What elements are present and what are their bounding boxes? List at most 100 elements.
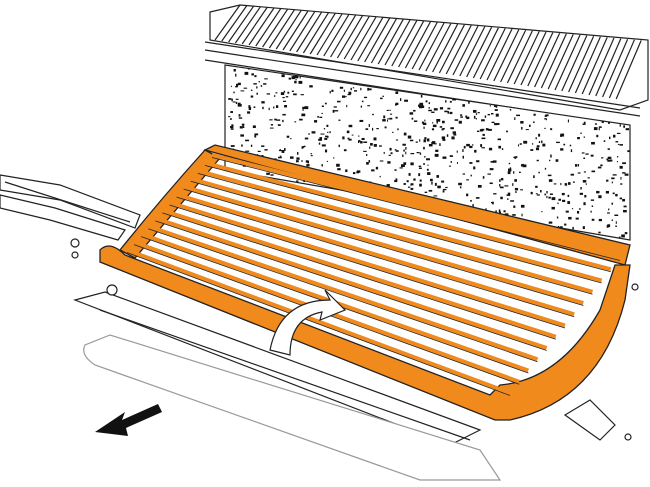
slat-edge [176,196,575,318]
speckle [607,212,610,214]
speckle [308,133,310,135]
speckle [435,149,439,152]
speckle [607,122,610,124]
concave-slat [161,208,557,339]
speckle [567,194,570,197]
grate-bar [418,22,445,71]
speckle [568,216,572,220]
speckle [281,150,285,153]
speckle [264,78,268,80]
speckle [616,156,619,158]
speckle [379,160,384,162]
speckle [345,95,347,98]
speckle [254,75,257,78]
speckle [275,92,278,94]
speckle [373,137,377,141]
speckle [333,157,335,159]
speckle [431,128,435,131]
speckle [548,221,553,224]
speckle [273,95,276,97]
speckle [432,122,434,124]
speckle [528,124,531,127]
speckle [301,146,304,149]
speckle [299,76,301,79]
speckle [600,164,603,167]
speckle [619,165,623,169]
speckle [520,189,523,191]
speckle [388,154,391,156]
speckle [269,119,273,121]
speckle [237,82,241,86]
speckle [624,173,629,176]
speckle [229,118,232,120]
speckle [317,115,319,118]
speckle [390,152,393,155]
speckle [419,183,422,187]
grate-bar [411,22,438,70]
speckle [468,101,470,104]
side-rails [0,174,141,259]
speckle [436,175,440,178]
speckle [590,154,594,157]
speckle [508,168,512,172]
speckle [395,178,398,181]
speckle [399,167,403,169]
speckle [466,179,469,181]
speckle [551,197,556,201]
speckle [514,117,516,121]
speckle [338,119,341,121]
speckle [477,112,480,114]
speckle [475,113,478,115]
speckle [269,127,274,129]
speckle [558,198,562,201]
speckle [513,205,516,208]
speckle [421,105,425,109]
slat-edge [162,212,556,340]
speckle [419,152,422,155]
speckle [351,134,354,136]
grate-bar [357,17,384,62]
speckle [587,177,590,179]
grate-bar [268,9,295,49]
speckle [419,102,424,106]
speckle [582,180,587,183]
speckle [260,85,263,87]
speckle [258,81,261,83]
speckle [304,106,308,109]
grate-bar [588,37,615,96]
speckle [530,149,534,151]
speckle [394,180,398,183]
speckle [472,204,474,207]
grate-bar [459,26,486,77]
speckle [601,121,604,123]
curved-arrow-icon [269,289,347,356]
speckle [476,160,480,163]
speckle [510,200,515,202]
speckle [590,199,595,201]
speckle [474,149,477,153]
grate-bar [323,14,350,57]
speckle [235,85,238,88]
speckle [466,116,470,120]
speckle [448,165,451,167]
speckle [228,98,232,100]
speckle [436,118,441,122]
speckle [466,193,469,197]
speckle [523,140,528,144]
speckle [238,114,241,117]
speckle [424,156,426,158]
concave-slat [197,168,603,283]
speckle [416,152,420,154]
speckle [365,128,369,130]
grate-bar [466,26,493,78]
speckle [405,147,407,150]
speckle [424,119,426,122]
speckle [334,110,339,112]
speckle [433,143,437,145]
speckle [283,100,287,102]
speckle [442,128,445,130]
speckle [623,209,627,213]
speckle [620,176,622,180]
speckle [345,190,347,192]
